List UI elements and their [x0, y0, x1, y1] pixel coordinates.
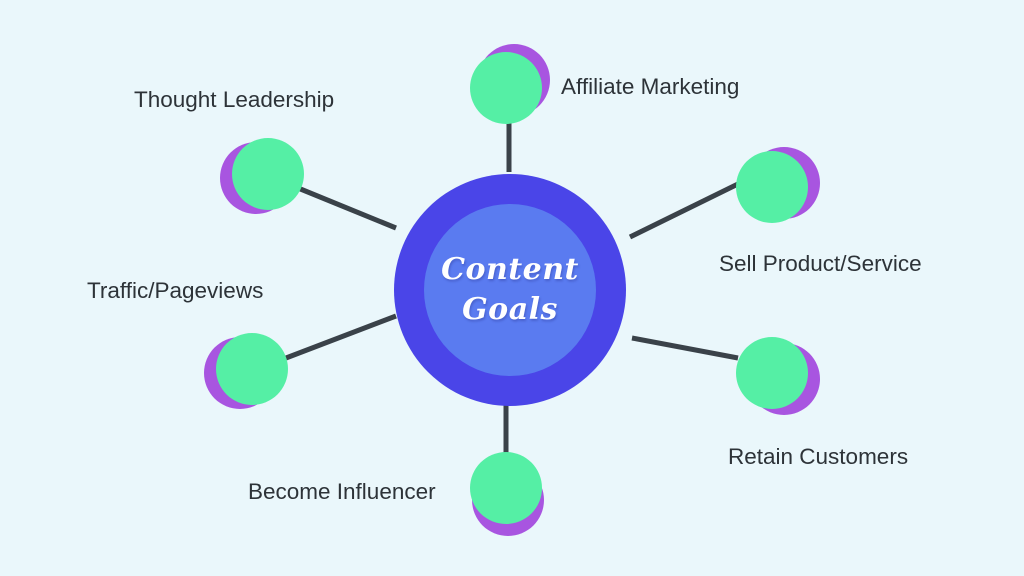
node-affiliate-marketing[interactable]: [470, 44, 554, 128]
node-become-influencer[interactable]: [470, 452, 554, 536]
node-disc: [216, 333, 288, 405]
node-retain-customers[interactable]: [736, 337, 820, 421]
node-disc: [736, 337, 808, 409]
node-thought-leadership[interactable]: [220, 138, 304, 222]
node-sell-product-service[interactable]: [736, 145, 820, 229]
node-label-traffic-pageviews: Traffic/Pageviews: [87, 278, 264, 303]
node-disc: [470, 452, 542, 524]
hub-circle[interactable]: Content Goals: [394, 174, 626, 406]
connector-sell-product-service: [628, 180, 742, 240]
node-disc: [232, 138, 304, 210]
node-disc: [736, 151, 808, 223]
hub-label: Content Goals: [441, 251, 579, 327]
node-label-thought-leadership: Thought Leadership: [134, 87, 335, 112]
node-label-sell-product-service: Sell Product/Service: [719, 251, 922, 276]
connector-thought-leadership: [297, 185, 397, 231]
node-label-retain-customers: Retain Customers: [728, 444, 909, 469]
connector-retain-customers: [631, 335, 739, 361]
node-label-become-influencer: Become Influencer: [248, 479, 436, 504]
node-traffic-pageviews[interactable]: [204, 333, 288, 417]
node-disc: [470, 52, 542, 124]
node-label-affiliate-marketing: Affiliate Marketing: [561, 74, 740, 99]
hub-inner-circle: Content Goals: [424, 204, 596, 376]
connector-traffic-pageviews: [285, 313, 397, 361]
